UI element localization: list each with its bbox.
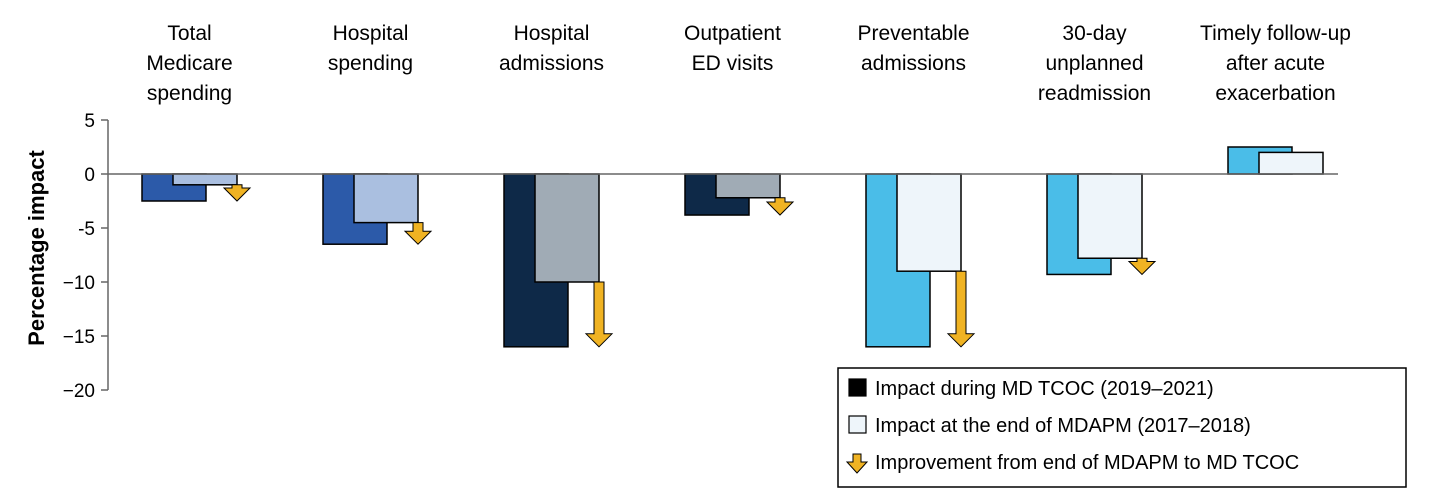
legend-label: Impact at the end of MDAPM (2017–2018): [875, 415, 1251, 437]
improvement-arrow: [765, 197, 795, 216]
y-tick-label: −20: [63, 381, 95, 402]
improvement-arrow: [946, 270, 976, 348]
improvement-arrow: [403, 222, 433, 245]
y-axis-label: Percentage impact: [24, 150, 49, 346]
bars: [141, 146, 1324, 348]
legend-box: [837, 367, 1407, 488]
legend-swatch-arrow: [845, 453, 869, 474]
y-tick-label: −15: [63, 327, 95, 348]
legend-swatch: [848, 415, 867, 434]
improvement-arrow: [584, 281, 614, 348]
bar-end-mdapm: [1077, 173, 1143, 259]
bar-end-mdapm: [1258, 151, 1324, 175]
bar-end-mdapm: [353, 173, 419, 224]
bar-end-mdapm: [534, 173, 600, 283]
improvement-arrow: [222, 184, 252, 202]
y-tick-label: 0: [84, 165, 95, 186]
bar-end-mdapm: [715, 173, 781, 199]
y-axis: 5 0 -5 −10 −15 −20: [63, 111, 109, 402]
y-tick-label: -5: [78, 219, 95, 240]
improvement-arrow: [1127, 257, 1157, 276]
bar-end-mdapm: [172, 173, 238, 186]
legend-label: Improvement from end of MDAPM to MD TCOC: [875, 452, 1299, 474]
y-tick-label: 5: [84, 111, 95, 132]
legend: Impact during MD TCOC (2019–2021) Impact …: [837, 367, 1407, 488]
legend-swatch: [848, 378, 867, 397]
legend-label: Impact during MD TCOC (2019–2021): [875, 378, 1214, 400]
y-tick-label: −10: [63, 273, 95, 294]
improvement-arrows: [222, 184, 1157, 348]
bar-end-mdapm: [896, 173, 962, 272]
